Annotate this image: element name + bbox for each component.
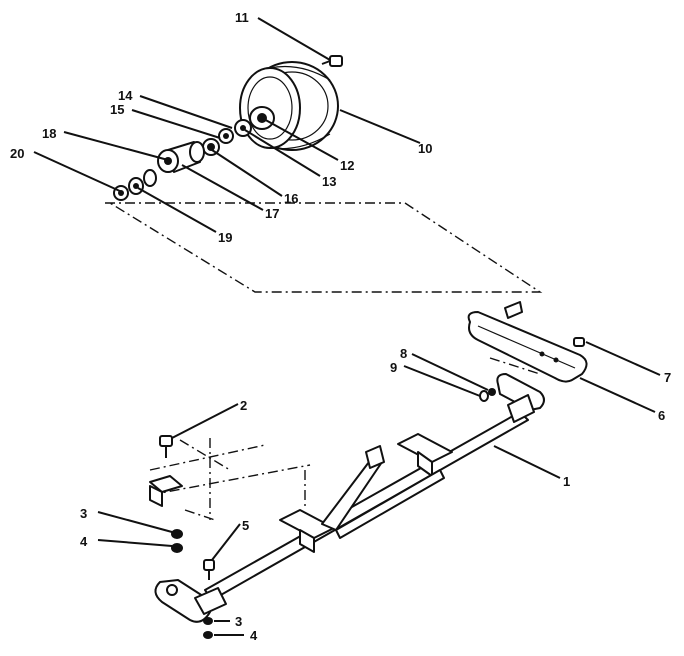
callout-9: 9 <box>390 360 397 375</box>
callout-7: 7 <box>664 370 671 385</box>
wheel-rim <box>239 61 339 151</box>
callout-1: 1 <box>563 474 570 489</box>
callout-4-bottom: 4 <box>250 628 258 643</box>
callout-13: 13 <box>322 174 336 189</box>
callout-3-bottom: 3 <box>235 614 242 629</box>
callout-12: 12 <box>340 158 354 173</box>
wheel-assembly <box>113 55 343 201</box>
callout-19: 19 <box>218 230 232 245</box>
phantom-lines <box>105 202 543 521</box>
callout-8: 8 <box>400 346 407 361</box>
callout-6: 6 <box>658 408 665 423</box>
axle-assembly <box>149 373 545 639</box>
hub-parts <box>113 119 252 201</box>
bolt-11 <box>321 55 343 67</box>
callout-5: 5 <box>242 518 249 533</box>
callout-17: 17 <box>265 206 279 221</box>
callout-14: 14 <box>118 88 133 103</box>
callout-2: 2 <box>240 398 247 413</box>
callout-16: 16 <box>284 191 298 206</box>
spindle-arm <box>467 301 588 383</box>
leader-lines <box>33 17 661 636</box>
callout-4-left: 4 <box>80 534 88 549</box>
callout-3-left: 3 <box>80 506 87 521</box>
callout-15: 15 <box>110 102 124 117</box>
callout-labels: 11 10 14 15 12 18 13 20 16 17 19 8 9 7 6… <box>10 10 671 643</box>
callout-11: 11 <box>235 10 249 25</box>
callout-20: 20 <box>10 146 24 161</box>
callout-10: 10 <box>418 141 432 156</box>
callout-18: 18 <box>42 126 56 141</box>
